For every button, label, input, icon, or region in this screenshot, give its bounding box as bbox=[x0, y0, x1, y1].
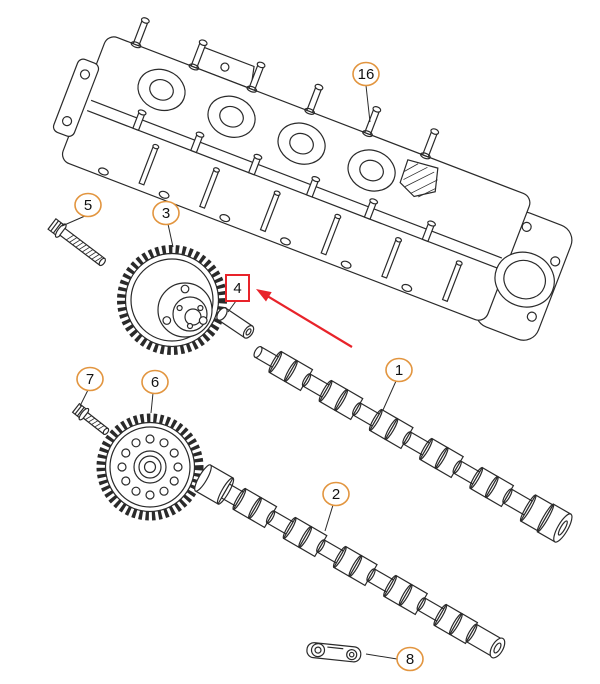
gear-6-lightening-holes bbox=[117, 434, 183, 500]
rocker-arm-part-8 bbox=[306, 642, 362, 663]
callout-6[interactable]: 6 bbox=[141, 369, 169, 414]
camshaft-2-body bbox=[194, 464, 504, 658]
cover-studs-mid-row bbox=[132, 109, 436, 243]
callout-3[interactable]: 3 bbox=[152, 200, 180, 248]
callout-7-leader bbox=[79, 389, 89, 407]
callout-7-ring bbox=[76, 366, 104, 392]
callout-4-label: 4 bbox=[233, 280, 241, 297]
callout-1-ring bbox=[385, 357, 413, 383]
cover-ridge-lines bbox=[86, 99, 503, 269]
callout-8-label: 8 bbox=[406, 651, 414, 668]
highlight-arrow-shaft bbox=[267, 295, 353, 348]
cover-left-flange bbox=[52, 58, 100, 137]
cover-spark-plug-bores bbox=[137, 68, 396, 192]
callout-1-label: 1 bbox=[395, 362, 403, 379]
callout-4-leader bbox=[227, 300, 237, 313]
spacer-part-4 bbox=[216, 307, 255, 339]
camshaft-adjuster-part-3 bbox=[117, 245, 227, 355]
bolt-part-5 bbox=[47, 217, 106, 267]
bolt-part-7 bbox=[71, 402, 110, 436]
cover-studs-top-row bbox=[130, 17, 440, 160]
callout-4-highlighted[interactable]: 4 bbox=[225, 274, 250, 313]
callout-6-ring bbox=[141, 369, 169, 395]
callout-4-highlight-box bbox=[225, 274, 250, 302]
callout-2-leader bbox=[324, 504, 334, 532]
callout-2[interactable]: 2 bbox=[322, 481, 350, 532]
callout-5[interactable]: 5 bbox=[61, 192, 102, 227]
callout-5-label: 5 bbox=[84, 197, 92, 214]
callout-2-ring bbox=[322, 481, 350, 507]
callout-1[interactable]: 1 bbox=[382, 357, 413, 411]
cover-bottom-bosses bbox=[98, 167, 413, 293]
timing-gear-part-6 bbox=[96, 413, 204, 521]
camshaft-part-2 bbox=[194, 464, 506, 659]
callout-16-leader bbox=[365, 85, 371, 123]
callout-6-leader bbox=[150, 392, 154, 414]
camshaft-2-journal-lines bbox=[194, 464, 506, 659]
cover-hatched-patch bbox=[399, 159, 439, 198]
callout-16[interactable]: 16 bbox=[352, 61, 380, 123]
camshaft-part-1 bbox=[253, 345, 573, 543]
callout-3-label: 3 bbox=[162, 205, 170, 222]
cover-cam-seal-bore bbox=[494, 251, 555, 308]
highlight-arrow-head bbox=[256, 289, 272, 302]
camshaft-1-body bbox=[254, 345, 572, 543]
callout-16-ring bbox=[352, 61, 380, 87]
callout-3-ring bbox=[152, 200, 180, 226]
callout-5-leader bbox=[61, 215, 86, 227]
callout-7-label: 7 bbox=[86, 371, 94, 388]
callout-2-label: 2 bbox=[332, 486, 340, 503]
callout-1-leader bbox=[382, 380, 397, 411]
callout-8[interactable]: 8 bbox=[365, 646, 424, 672]
callout-8-ring bbox=[396, 646, 424, 672]
callout-5-ring bbox=[74, 192, 102, 218]
cover-front-bolts bbox=[138, 143, 463, 303]
highlight-arrow bbox=[256, 289, 353, 348]
callout-8-leader bbox=[365, 653, 398, 660]
callout-7[interactable]: 7 bbox=[76, 366, 104, 407]
callout-16-label: 16 bbox=[358, 66, 375, 83]
valve-cover-part-16 bbox=[52, 17, 573, 341]
bolt-7-threads bbox=[85, 415, 105, 430]
camshaft-1-journal-lines bbox=[253, 345, 573, 543]
bolt-5-threads bbox=[66, 234, 103, 262]
callout-6-label: 6 bbox=[151, 374, 159, 391]
callout-3-leader bbox=[167, 223, 174, 248]
